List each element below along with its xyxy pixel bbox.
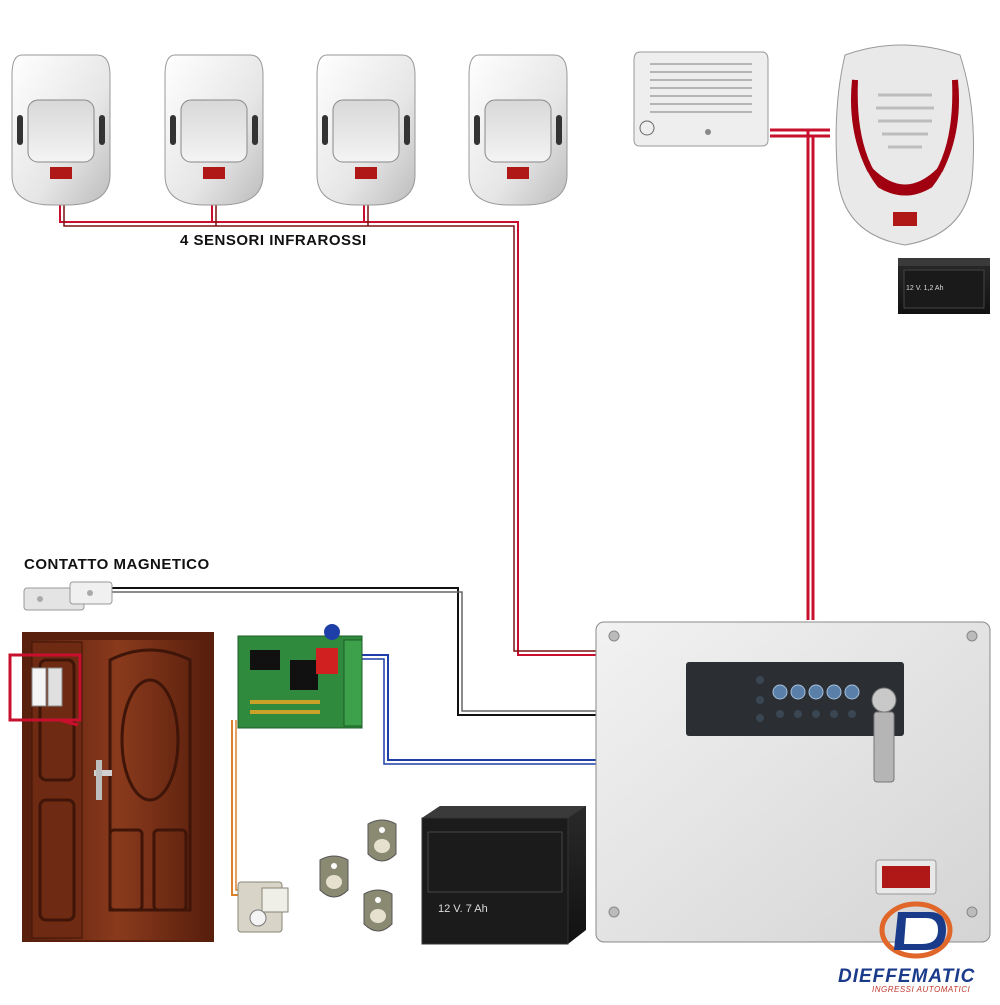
- wire-magnetic-contact: [110, 587, 598, 716]
- pir-sensor-1: [11, 54, 111, 206]
- dieffematic-logo: [879, 901, 953, 959]
- control-panel: [595, 621, 991, 943]
- key-fob-1: [367, 819, 397, 862]
- magnetic-contact-label: CONTATTO MAGNETICO: [24, 556, 210, 573]
- small-battery: [898, 258, 990, 314]
- key-fob-2: [319, 855, 349, 898]
- door: [8, 632, 214, 942]
- pir-sensor-3: [316, 54, 416, 206]
- magnetic-contact: [23, 581, 113, 611]
- wire-sensors: [59, 205, 598, 656]
- pir-sensor-4: [468, 54, 568, 206]
- indoor-siren: [633, 51, 769, 147]
- large-battery: [421, 806, 586, 945]
- wire-key-reader: [231, 720, 242, 896]
- sensors-label: 4 SENSORI INFRAROSSI: [180, 232, 367, 249]
- brand-logo-text: DIEFFEMATIC: [838, 966, 976, 987]
- wire-rfid-reader: [360, 654, 598, 765]
- wire-sirens: [770, 128, 830, 620]
- key-reader: [237, 881, 289, 933]
- key-fob-3: [363, 889, 393, 932]
- receiver-board: [237, 624, 363, 729]
- outdoor-siren: [835, 44, 974, 246]
- pir-sensor-2: [164, 54, 264, 206]
- brand-tagline: INGRESSI AUTOMATICI: [872, 985, 971, 994]
